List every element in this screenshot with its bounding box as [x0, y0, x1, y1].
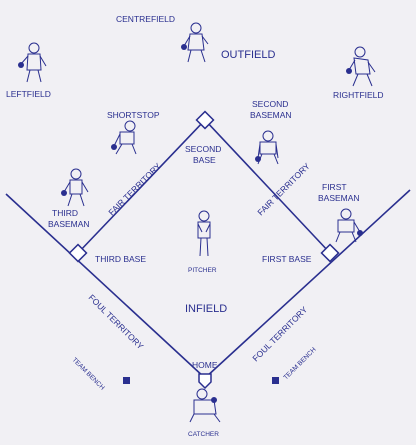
label-second-base-line1: SECOND: [185, 144, 221, 154]
label-fair-territory-right: FAIR TERRITORY: [255, 161, 312, 218]
label-first-baseman-line1: FIRST: [322, 182, 347, 192]
first-baseman-player-figure: [335, 208, 363, 243]
shortstop-player-figure: [111, 120, 137, 155]
label-second-baseman-line2: BASEMAN: [250, 110, 292, 120]
right-foul-line: [204, 189, 411, 379]
label-pitcher: PITCHER: [188, 267, 217, 274]
team-bench-right-marker: [272, 377, 279, 384]
catcher-player-figure: [189, 388, 221, 423]
label-rightfield: RIGHTFIELD: [333, 90, 384, 100]
second-base: [195, 110, 215, 130]
label-fair-territory-left: FAIR TERRITORY: [106, 161, 163, 218]
label-foul-territory-right: FOUL TERRITORY: [250, 304, 309, 363]
baseline-second-first: [204, 119, 331, 254]
label-third-baseman-line1: THIRD: [52, 208, 78, 218]
team-bench-left-marker: [123, 377, 130, 384]
label-team-bench-left: TEAM BENCH: [71, 356, 106, 391]
label-second-baseman-line1: SECOND: [252, 99, 288, 109]
label-first-baseman-line2: BASEMAN: [318, 193, 360, 203]
home-plate: [198, 373, 212, 390]
rightfield-player-figure: [346, 46, 376, 87]
leftfield-player-figure: [18, 42, 47, 83]
label-leftfield: LEFTFIELD: [6, 89, 51, 99]
third-base: [68, 243, 88, 263]
third-baseman-player-figure: [61, 168, 89, 207]
pitcher-player-figure: [197, 210, 211, 257]
label-first-base: FIRST BASE: [262, 254, 312, 264]
label-outfield: OUTFIELD: [221, 49, 275, 61]
label-second-base-line2: BASE: [193, 155, 216, 165]
label-home: HOME: [192, 360, 218, 370]
label-centrefield: CENTREFIELD: [116, 14, 175, 24]
label-third-base: THIRD BASE: [95, 254, 146, 264]
label-infield: INFIELD: [185, 303, 227, 315]
first-base: [320, 243, 340, 263]
second-baseman-player-figure: [255, 130, 279, 165]
label-catcher: CATCHER: [188, 431, 219, 438]
centrefield-player-figure: [181, 22, 209, 63]
label-team-bench-right: TEAM BENCH: [282, 346, 317, 381]
label-third-baseman-line2: BASEMAN: [48, 219, 90, 229]
label-foul-territory-left: FOUL TERRITORY: [87, 292, 146, 351]
left-foul-line: [5, 193, 206, 379]
label-shortstop: SHORTSTOP: [107, 110, 160, 120]
baseline-third-second: [77, 119, 206, 254]
